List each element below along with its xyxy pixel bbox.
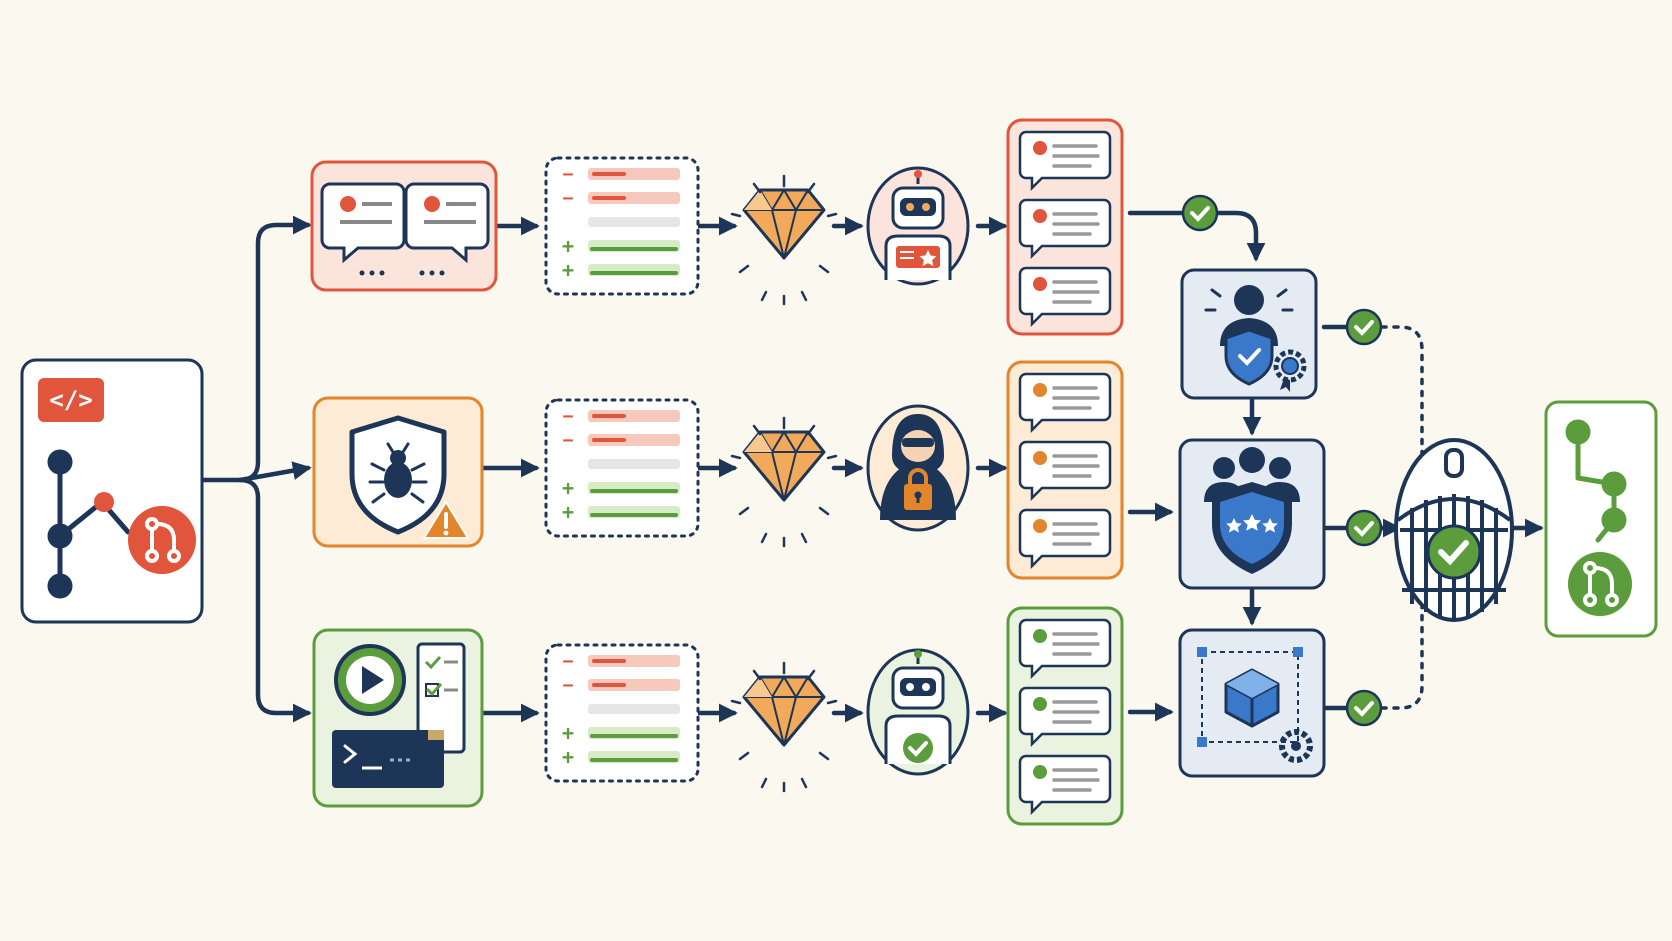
pull-request-card: </> <box>20 358 204 624</box>
robot-icon <box>884 170 952 280</box>
diff-mark-removed: − <box>563 164 574 185</box>
diff-card-review: − − ++ <box>544 156 700 296</box>
tests-lane <box>312 628 484 808</box>
diff-icon: − − ++ <box>562 651 680 769</box>
tests-card <box>312 628 484 808</box>
review-robot <box>866 166 970 286</box>
gem-icon <box>730 661 838 793</box>
review-lane <box>310 160 498 292</box>
dashed-cube-to-gate <box>1380 598 1424 710</box>
diff-card-security: − − ++ <box>544 398 700 538</box>
shield-bug-icon <box>349 415 447 535</box>
security-card <box>312 396 484 548</box>
arrow-c1-down <box>1213 210 1266 262</box>
comment-bubble <box>1018 618 1112 680</box>
diff-mark-removed: − <box>563 430 574 451</box>
comment-bubble <box>1018 130 1112 192</box>
security-hacker <box>866 404 970 532</box>
gem-icon <box>730 174 838 306</box>
comment-stack-security <box>1006 360 1124 580</box>
fanout-bottom <box>237 477 312 723</box>
diff-mark-added: + <box>562 500 574 524</box>
play-icon <box>334 644 406 716</box>
connectors <box>199 210 1544 723</box>
chat-bubbles-card <box>310 160 498 292</box>
comment-bubble <box>1018 266 1112 328</box>
comment-bubble <box>1018 440 1112 502</box>
check-icon <box>1345 308 1383 346</box>
comment-stack-tests <box>1006 606 1124 826</box>
comment-bubble <box>1018 686 1112 748</box>
merged-branch-icon <box>1568 552 1632 616</box>
comment-bubble <box>1018 372 1112 434</box>
chat-bubbles-icon <box>320 182 490 276</box>
diff-mark-added: + <box>562 721 574 745</box>
team-shield-icon <box>1204 447 1300 574</box>
diff-mark-added: + <box>562 258 574 282</box>
dashed-reviewer-to-gate <box>1380 325 1424 460</box>
comment-bubble <box>1018 754 1112 816</box>
diff-mark-added: + <box>562 234 574 258</box>
code-icon <box>38 378 104 422</box>
gem-icon <box>730 416 838 548</box>
diff-mark-added: + <box>562 476 574 500</box>
comment-bubble <box>1018 508 1112 570</box>
reviewer-panel <box>1180 268 1318 400</box>
diff-cards: −−++−−++−−++ <box>544 156 700 783</box>
cube-icon <box>1197 647 1303 747</box>
git-branch-icon <box>1565 419 1627 543</box>
robot-icon <box>884 650 952 764</box>
hacker-icon <box>880 414 956 520</box>
check-icon <box>903 733 933 763</box>
tests-robot <box>866 648 970 776</box>
security-lane <box>312 396 484 548</box>
diff-icon: − − ++ <box>562 164 680 282</box>
check-icon <box>1345 689 1383 727</box>
gate <box>1394 438 1514 622</box>
diff-card-tests: − − ++ <box>544 643 700 783</box>
check-icon <box>1345 509 1383 547</box>
warning-icon <box>423 501 469 539</box>
merged-card <box>1544 400 1658 638</box>
check-icon <box>1181 194 1219 232</box>
diff-mark-removed: − <box>563 406 574 427</box>
comment-bubble <box>1018 198 1112 260</box>
comment-stack-review <box>1006 118 1124 336</box>
gems <box>730 174 838 793</box>
reviewer-shield-icon <box>1204 285 1307 392</box>
diff-mark-removed: − <box>563 188 574 209</box>
diff-mark-added: + <box>562 745 574 769</box>
fanout-trunk <box>199 215 312 483</box>
diff-icon: − − ++ <box>562 406 680 524</box>
code-badge: </> <box>49 386 92 414</box>
comment-stacks <box>1006 118 1124 826</box>
gear-icon <box>1273 349 1307 392</box>
gear-icon <box>1279 729 1313 763</box>
diff-mark-removed: − <box>563 675 574 696</box>
diff-mark-removed: − <box>563 651 574 672</box>
pull-request-icon <box>128 506 196 574</box>
check-icon <box>1426 524 1482 580</box>
check-badges <box>1181 194 1383 727</box>
build-panel <box>1178 628 1326 778</box>
team-panel <box>1178 438 1326 590</box>
fanout-middle <box>237 461 312 483</box>
git-branch-icon <box>47 449 131 599</box>
terminal-icon <box>332 730 444 788</box>
